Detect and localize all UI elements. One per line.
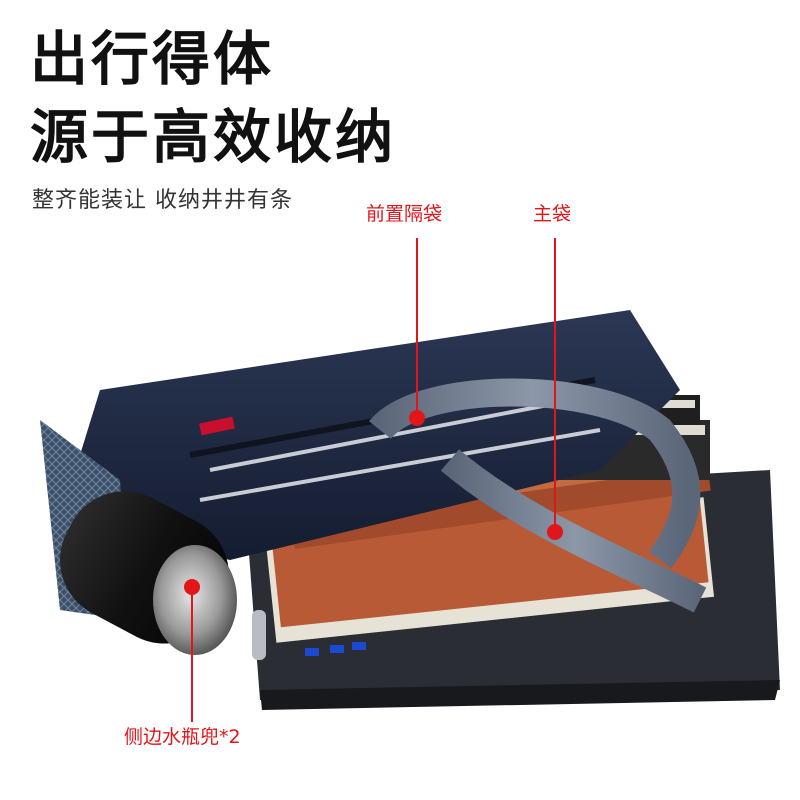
callout-side-bottle-pocket: 侧边水瓶兜*2 (124, 726, 241, 748)
zipper-pull-icon (252, 610, 266, 660)
callout-dot (184, 579, 200, 595)
bag-strap (369, 378, 701, 569)
callout-dot (409, 410, 425, 426)
bottle-cap (153, 545, 237, 655)
headline-line-2: 源于高效收纳 (30, 103, 397, 171)
bag-strap (440, 449, 707, 613)
callout-markers (184, 238, 563, 722)
callout-front-pocket: 前置隔袋 (366, 203, 443, 225)
water-bottle (59, 491, 237, 655)
headline-line-1: 出行得体 (30, 25, 275, 93)
subheadline: 整齐能装让 收纳井井有条 (32, 188, 293, 213)
usb-port-icon (352, 642, 366, 650)
brand-logo (199, 416, 235, 436)
usb-port-icon (330, 645, 344, 653)
usb-port-icon (305, 648, 319, 656)
callout-main-pocket: 主袋 (533, 203, 572, 225)
callout-dot (547, 524, 563, 540)
